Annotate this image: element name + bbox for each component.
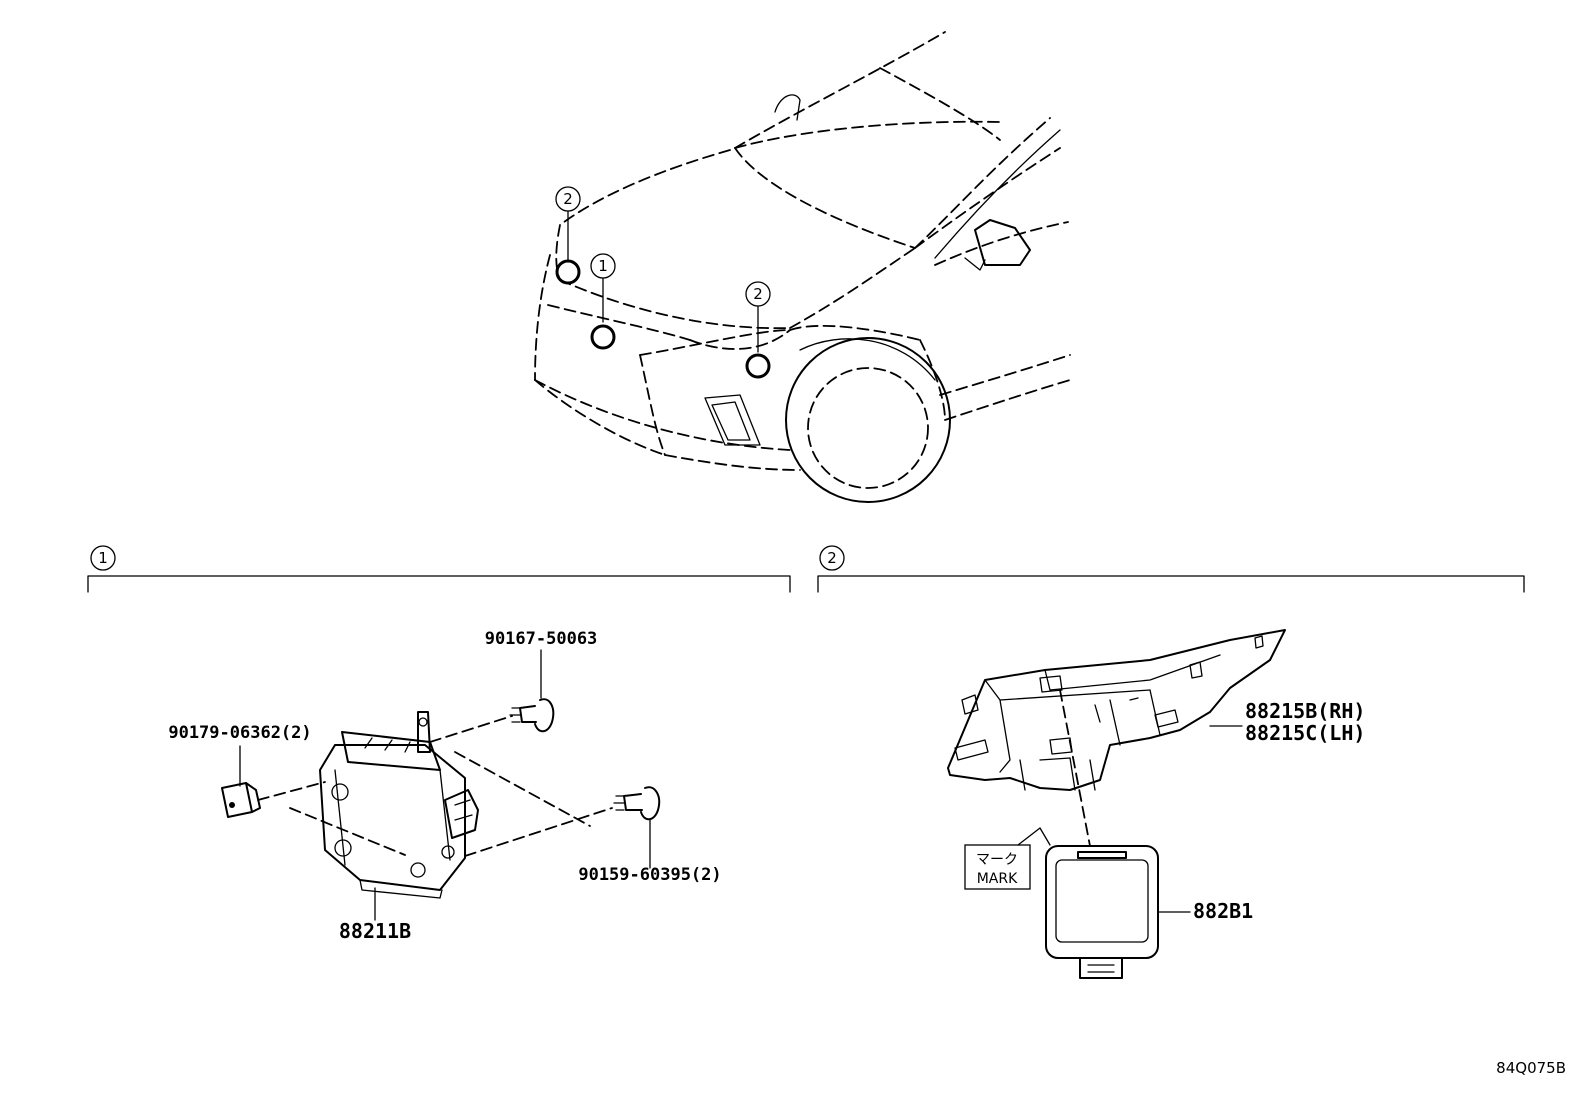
- nut-illustration: [221, 782, 261, 818]
- callout-number: 2: [753, 285, 763, 303]
- mark-pointer: [1017, 827, 1051, 846]
- section-number: 2: [827, 549, 837, 567]
- part-number-bracket-rh: 88215B(RH): [1245, 699, 1365, 723]
- section-1: 1: [87, 545, 791, 943]
- part-number-bracket-lh: 88215C(LH): [1245, 721, 1365, 745]
- section-2-header: 2: [817, 545, 1525, 593]
- section-number-circle: [819, 545, 845, 571]
- callout-circle: [745, 281, 771, 307]
- assembly-line: [464, 807, 613, 857]
- callout-number: 2: [563, 190, 573, 208]
- callout-number: 1: [598, 257, 608, 275]
- car-callout-1: 1: [590, 253, 616, 279]
- section-bracket: [87, 575, 791, 593]
- part-number-bolt-upper: 90167-50063: [485, 629, 598, 649]
- car-illustration: [534, 31, 1071, 503]
- assembly-line: [429, 715, 513, 743]
- part-number-radar: 882B1: [1193, 899, 1253, 923]
- part-number-bolt-lower: 90159-60395(2): [578, 865, 721, 885]
- section-bracket: [817, 575, 1525, 593]
- mark-text-en: MARK: [977, 871, 1018, 887]
- assembly-line: [1059, 689, 1091, 847]
- section-2: 2: [817, 545, 1525, 979]
- mark-label: マーク MARK: [964, 827, 1051, 890]
- callout-circle: [555, 186, 581, 212]
- car-callout-2-left: 2: [555, 186, 581, 212]
- assembly-line: [289, 807, 406, 856]
- part-number-sensor: 88211B: [339, 919, 411, 943]
- bracket-illustration: [947, 629, 1286, 791]
- assembly-line: [454, 751, 591, 827]
- diagram-reference-code: 84Q075B: [1496, 1059, 1566, 1077]
- mark-box: [964, 844, 1031, 890]
- sensor-88211b-illustration: [319, 711, 479, 899]
- bolt-lower-illustration: [613, 786, 661, 869]
- bolt-upper-illustration: [509, 649, 555, 733]
- assembly-line: [257, 781, 326, 801]
- section-number: 1: [98, 549, 108, 567]
- section-1-header: 1: [87, 545, 791, 593]
- callout-circle: [590, 253, 616, 279]
- radar-882b1-illustration: [1045, 845, 1159, 979]
- part-number-nut: 90179-06362(2): [168, 723, 311, 743]
- section-number-circle: [90, 545, 116, 571]
- car-callout-2-right: 2: [745, 281, 771, 307]
- mark-text-jp: マーク: [976, 852, 1018, 868]
